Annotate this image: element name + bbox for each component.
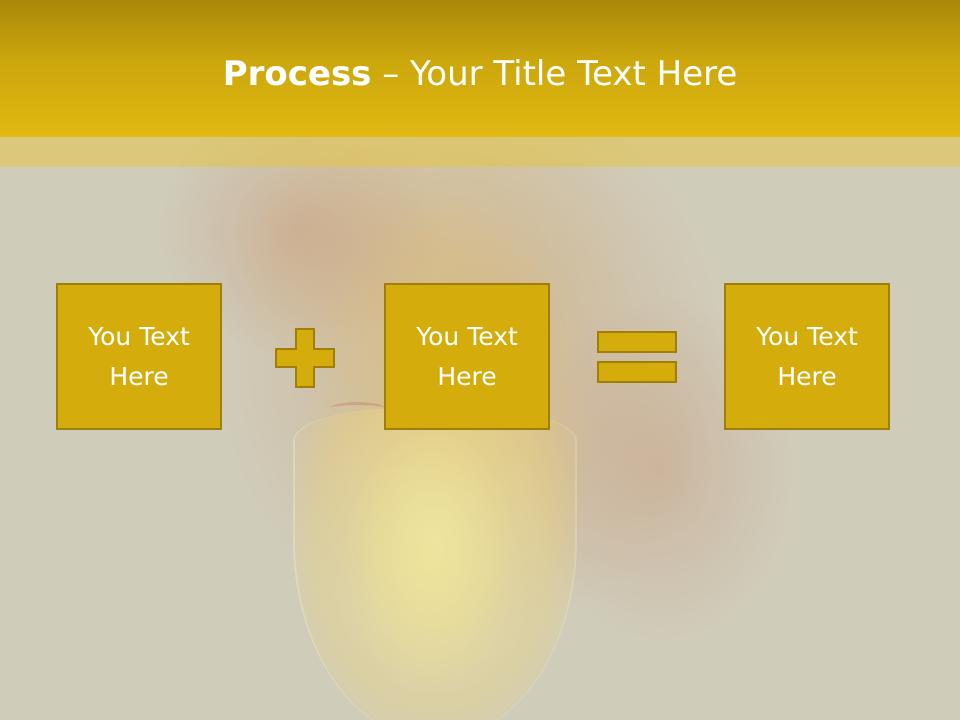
process-box-2[interactable]: You Text Here [384,283,550,430]
glass-rim [330,402,385,415]
glass-image [293,408,577,720]
title-underband [0,137,960,167]
process-box-3-label: You Text Here [756,321,858,391]
slide-title: Process – Your Title Text Here [0,52,960,96]
title-bold: Process [222,54,372,94]
process-box-3[interactable]: You Text Here [724,283,890,430]
title-bar [0,0,960,137]
process-box-2-label: You Text Here [416,321,518,391]
process-box-1-label: You Text Here [88,321,190,391]
title-rest: – Your Title Text Here [371,54,738,94]
equals-icon [597,331,677,383]
plus-icon [275,328,335,388]
process-box-1[interactable]: You Text Here [56,283,222,430]
